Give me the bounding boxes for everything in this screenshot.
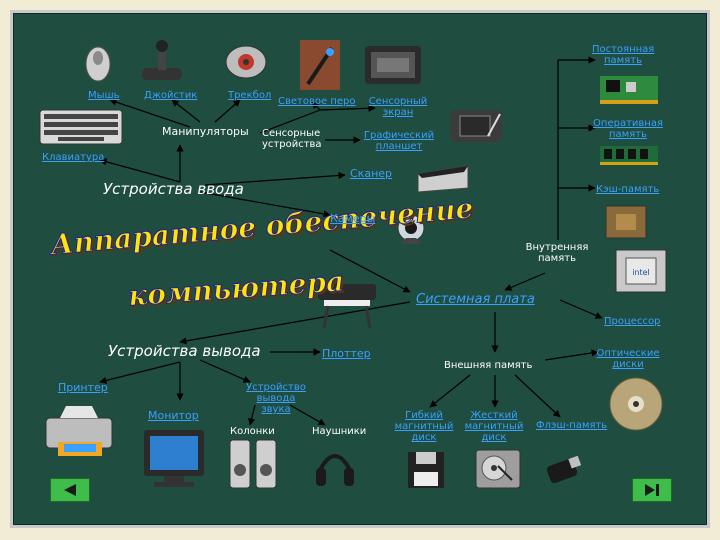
triangle-left-icon <box>64 484 76 496</box>
mouse-picture <box>78 42 118 86</box>
speakers-picture <box>228 436 278 496</box>
hard-disk-picture <box>474 448 522 494</box>
plotter-picture <box>314 280 380 336</box>
optical-disk-picture <box>608 376 664 436</box>
headphones-picture <box>314 442 356 496</box>
node-processor[interactable]: Процессор <box>604 316 661 327</box>
processor-picture: intel <box>612 246 670 300</box>
node-trackball[interactable]: Трекбол <box>228 90 272 101</box>
node-sound-output[interactable]: Устройство вывода звука <box>246 382 306 415</box>
node-flash[interactable]: Флэш-память <box>536 420 608 431</box>
keyboard-picture <box>38 102 124 154</box>
node-permanent-memory[interactable]: Постоянная память <box>592 44 655 66</box>
flash-picture <box>540 452 584 496</box>
skip-end-icon <box>645 484 659 496</box>
node-motherboard[interactable]: Системная плата <box>416 292 535 307</box>
node-manipulators: Манипуляторы <box>162 125 249 138</box>
node-plotter[interactable]: Плоттер <box>322 347 371 360</box>
node-joystick[interactable]: Джойстик <box>144 90 198 101</box>
light-pen-picture <box>300 40 340 94</box>
floppy-picture <box>406 450 446 494</box>
node-touch-devices: Сенсорные устройства <box>262 128 322 150</box>
node-light-pen[interactable]: Световое перо <box>278 96 356 107</box>
node-internal-memory: Внутренняя память <box>525 242 589 264</box>
printer-picture <box>40 404 118 464</box>
node-output-devices: Устройства вывода <box>108 342 261 360</box>
node-cache[interactable]: Кэш-память <box>596 184 660 195</box>
node-optical-disks[interactable]: Оптические диски <box>596 348 660 370</box>
node-cameras[interactable]: Камеры <box>330 212 376 225</box>
scanner-picture <box>414 160 472 200</box>
diagram-board <box>10 10 710 528</box>
node-headphones: Наушники <box>312 426 367 437</box>
joystick-picture <box>138 38 186 88</box>
node-monitor[interactable]: Монитор <box>148 409 199 422</box>
node-keyboard[interactable]: Клавиатура <box>42 152 105 163</box>
node-ram[interactable]: Оперативная память <box>593 118 663 140</box>
node-external-memory: Внешняя память <box>444 360 533 371</box>
node-hard-disk[interactable]: Жесткий магнитный диск <box>464 410 524 443</box>
cache-picture <box>600 202 652 246</box>
permanent-memory-picture <box>598 70 660 114</box>
node-graphic-tablet[interactable]: Графический планшет <box>363 130 435 152</box>
ram-picture <box>598 140 660 174</box>
node-floppy[interactable]: Гибкий магнитный диск <box>394 410 454 443</box>
graphic-tablet-picture <box>448 106 504 150</box>
node-printer[interactable]: Принтер <box>58 381 108 394</box>
node-scanner[interactable]: Сканер <box>350 167 393 180</box>
camera-picture <box>388 210 434 258</box>
node-mouse[interactable]: Мышь <box>88 90 120 101</box>
node-input-devices: Устройства ввода <box>103 180 244 198</box>
trackball-picture <box>222 38 270 88</box>
monitor-picture <box>140 428 208 496</box>
node-speakers: Колонки <box>230 426 275 437</box>
touch-screen-picture <box>363 44 423 90</box>
prev-slide-button[interactable] <box>50 478 90 502</box>
last-slide-button[interactable] <box>632 478 672 502</box>
node-touch-screen[interactable]: Сенсорный экран <box>368 96 428 118</box>
svg-text:intel: intel <box>632 268 650 277</box>
